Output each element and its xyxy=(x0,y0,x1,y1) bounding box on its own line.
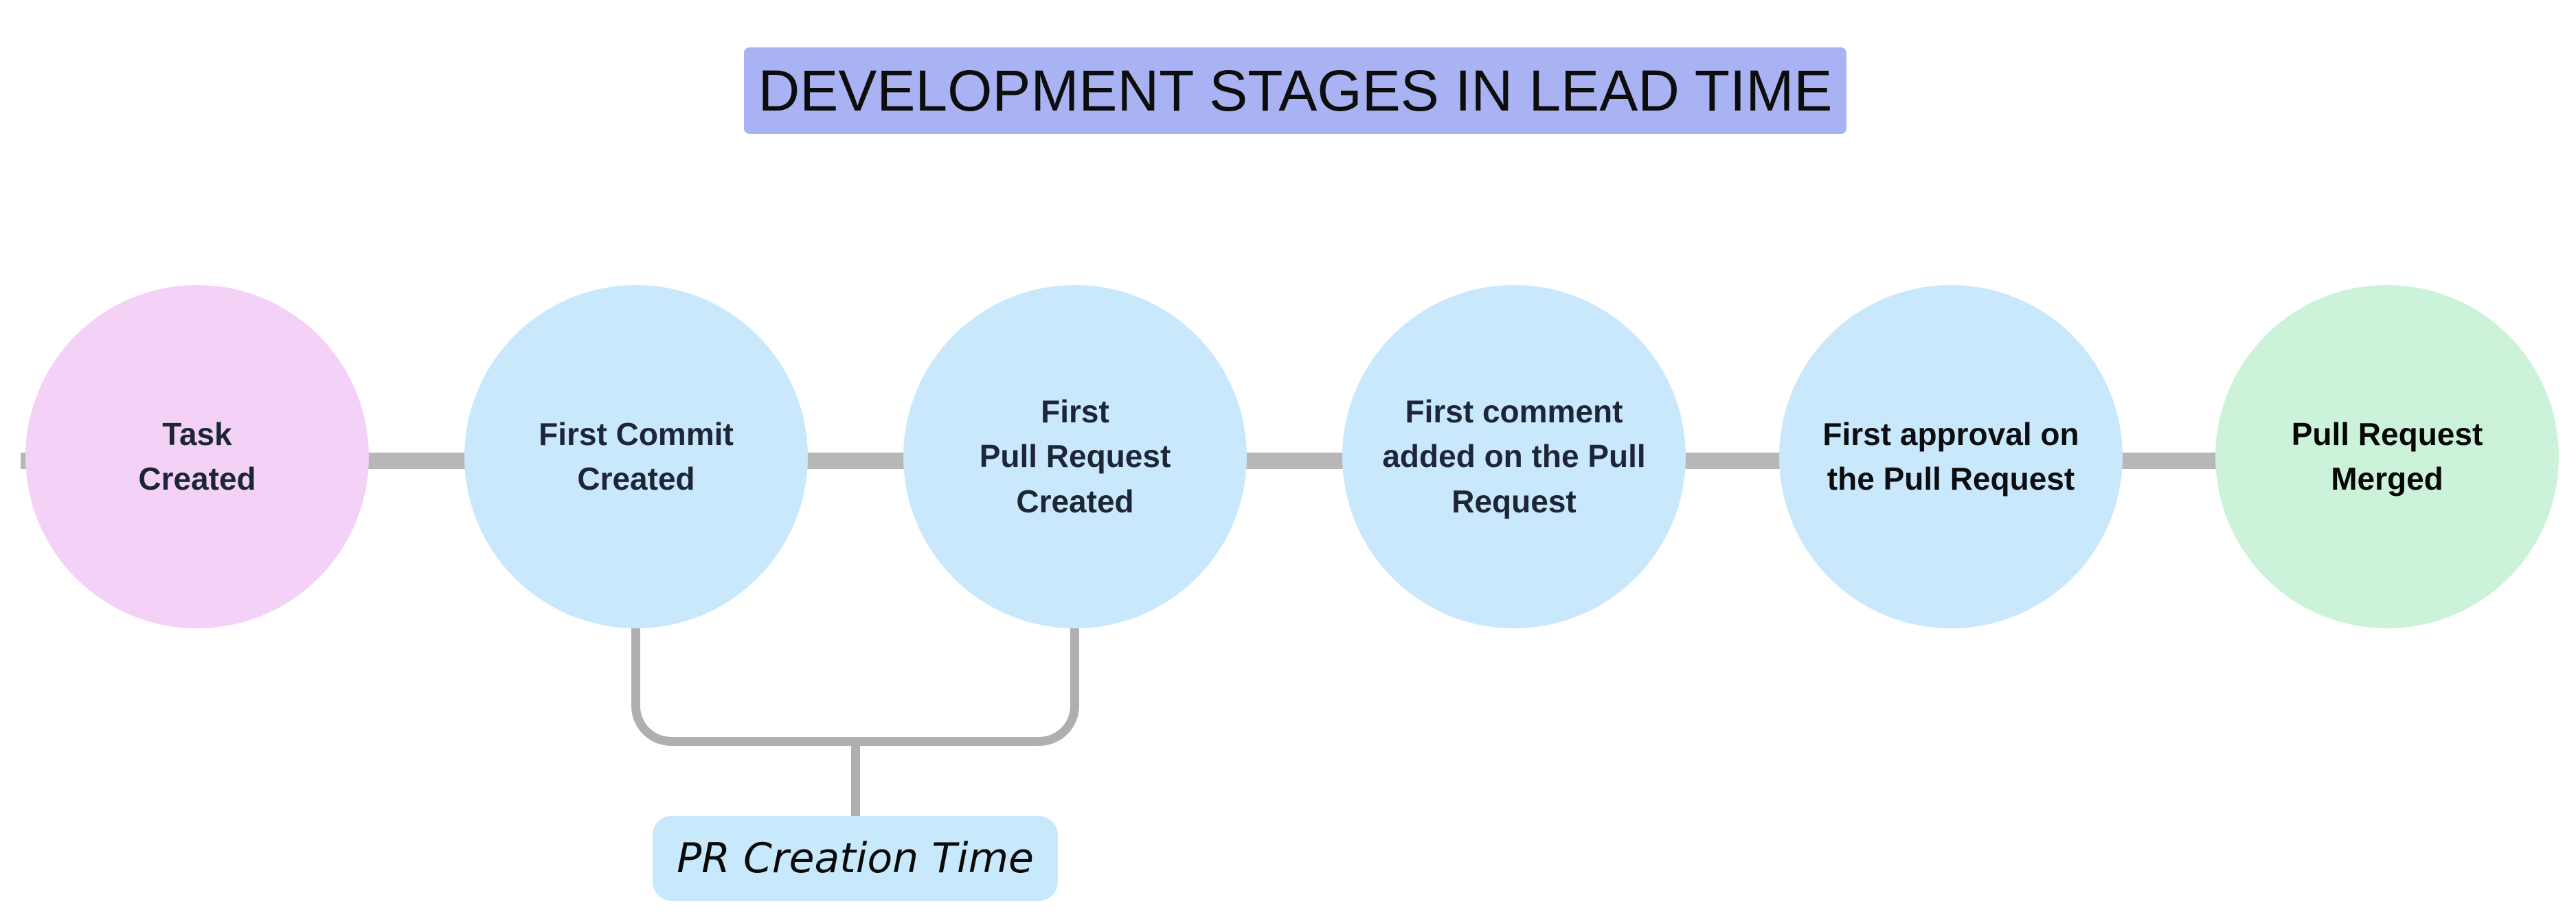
pr-creation-bracket xyxy=(631,624,1079,746)
flow-node-pull-request-merged: Pull Request Merged xyxy=(2215,285,2559,628)
node-label: Pull Request Merged xyxy=(2291,415,2483,497)
node-label: Task Created xyxy=(138,415,256,497)
pr-creation-time-text: PR Creation Time xyxy=(677,834,1034,882)
flow-node-first-comment-added: First comment added on the Pull Request xyxy=(1342,285,1686,628)
pr-creation-bracket-stem xyxy=(851,744,860,817)
node-label: First Pull Request Created xyxy=(979,394,1171,519)
flow-node-first-commit-created: First Commit Created xyxy=(464,285,808,628)
page-title: DEVELOPMENT STAGES IN LEAD TIME xyxy=(744,47,1846,134)
node-label: First approval on the Pull Request xyxy=(1822,415,2079,497)
flow-node-first-pull-request-created: First Pull Request Created xyxy=(903,285,1247,628)
node-label: First comment added on the Pull Request xyxy=(1382,394,1646,519)
flow-node-task-created: Task Created xyxy=(25,285,369,628)
node-label: First Commit Created xyxy=(539,415,734,497)
flow-node-first-approval: First approval on the Pull Request xyxy=(1779,285,2123,628)
page-title-text: DEVELOPMENT STAGES IN LEAD TIME xyxy=(758,58,1833,123)
pr-creation-time-label: PR Creation Time xyxy=(653,816,1058,901)
